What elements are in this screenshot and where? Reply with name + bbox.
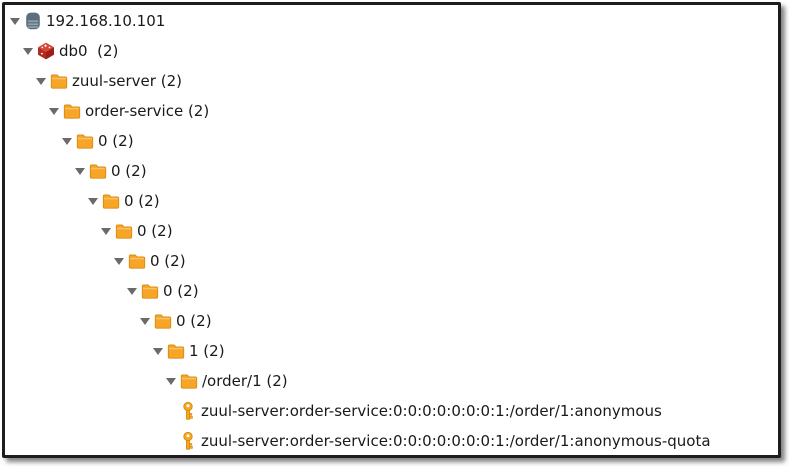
tree-row[interactable]: zuul-server:order-service:0:0:0:0:0:0:0:… <box>5 396 778 426</box>
folder-icon <box>75 131 95 151</box>
collapse-triangle-icon[interactable] <box>9 15 21 27</box>
triangle-down-icon <box>166 377 176 385</box>
tree-row-label: order-service (2) <box>85 102 210 120</box>
folder-icon <box>153 311 173 331</box>
tree-row-label: /order/1 (2) <box>202 372 288 390</box>
redis-db-icon <box>36 41 56 61</box>
tree-row-label: 0 (2) <box>150 252 186 270</box>
tree-row[interactable]: 0 (2) <box>5 306 778 336</box>
triangle-down-icon <box>23 47 33 55</box>
tree-row-label: 1 (2) <box>189 342 225 360</box>
tree-row[interactable]: 0 (2) <box>5 276 778 306</box>
collapse-triangle-icon[interactable] <box>126 285 138 297</box>
folder-icon <box>166 341 186 361</box>
triangle-down-icon <box>10 17 20 25</box>
tree-row[interactable]: 0 (2) <box>5 216 778 246</box>
collapse-triangle-icon[interactable] <box>74 165 86 177</box>
tree-row-label: 0 (2) <box>124 192 160 210</box>
tree-row-label: db0 (2) <box>59 42 119 60</box>
tree-row-label: 0 (2) <box>98 132 134 150</box>
folder-icon <box>127 251 147 271</box>
collapse-triangle-icon[interactable] <box>87 195 99 207</box>
triangle-down-icon <box>140 317 150 325</box>
collapse-triangle-icon[interactable] <box>139 315 151 327</box>
folder-icon <box>140 281 160 301</box>
triangle-down-icon <box>127 287 137 295</box>
triangle-down-icon <box>62 137 72 145</box>
folder-icon <box>49 71 69 91</box>
folder-icon <box>62 101 82 121</box>
triangle-down-icon <box>36 77 46 85</box>
tree-row[interactable]: 0 (2) <box>5 156 778 186</box>
tree-row[interactable]: zuul-server:order-service:0:0:0:0:0:0:0:… <box>5 426 778 455</box>
triangle-down-icon <box>101 227 111 235</box>
triangle-down-icon <box>114 257 124 265</box>
tree-row-label: zuul-server:order-service:0:0:0:0:0:0:0:… <box>201 432 711 450</box>
tree-row-label: zuul-server:order-service:0:0:0:0:0:0:0:… <box>201 402 662 420</box>
tree-row-label: 192.168.10.101 <box>46 12 166 30</box>
tree-row-label: 0 (2) <box>137 222 173 240</box>
tree-row[interactable]: order-service (2) <box>5 96 778 126</box>
collapse-triangle-icon[interactable] <box>152 345 164 357</box>
triangle-down-icon <box>153 347 163 355</box>
redis-client-window: 192.168.10.101 db0 (2) zuul-server (2) o… <box>2 2 781 458</box>
folder-icon <box>114 221 134 241</box>
collapse-triangle-icon[interactable] <box>35 75 47 87</box>
tree-row[interactable]: 0 (2) <box>5 126 778 156</box>
collapse-triangle-icon[interactable] <box>22 45 34 57</box>
tree-row[interactable]: 1 (2) <box>5 336 778 366</box>
tree-row[interactable]: 192.168.10.101 <box>5 6 778 36</box>
tree-row[interactable]: /order/1 (2) <box>5 366 778 396</box>
collapse-triangle-icon[interactable] <box>113 255 125 267</box>
tree-row[interactable]: db0 (2) <box>5 36 778 66</box>
tree-row[interactable]: zuul-server (2) <box>5 66 778 96</box>
server-icon <box>23 11 43 31</box>
collapse-triangle-icon[interactable] <box>100 225 112 237</box>
folder-icon <box>179 371 199 391</box>
tree-row[interactable]: 0 (2) <box>5 246 778 276</box>
triangle-down-icon <box>49 107 59 115</box>
folder-icon <box>101 191 121 211</box>
tree-row[interactable]: 0 (2) <box>5 186 778 216</box>
redis-tree-panel: 192.168.10.101 db0 (2) zuul-server (2) o… <box>5 5 778 455</box>
folder-icon <box>88 161 108 181</box>
triangle-down-icon <box>88 197 98 205</box>
collapse-triangle-icon[interactable] <box>165 375 177 387</box>
collapse-triangle-icon[interactable] <box>61 135 73 147</box>
key-icon <box>178 401 198 421</box>
tree-row-label: 0 (2) <box>111 162 147 180</box>
tree-row-label: 0 (2) <box>163 282 199 300</box>
tree-row-label: zuul-server (2) <box>72 72 182 90</box>
tree-row-label: 0 (2) <box>176 312 212 330</box>
triangle-down-icon <box>75 167 85 175</box>
key-icon <box>178 431 198 451</box>
collapse-triangle-icon[interactable] <box>48 105 60 117</box>
